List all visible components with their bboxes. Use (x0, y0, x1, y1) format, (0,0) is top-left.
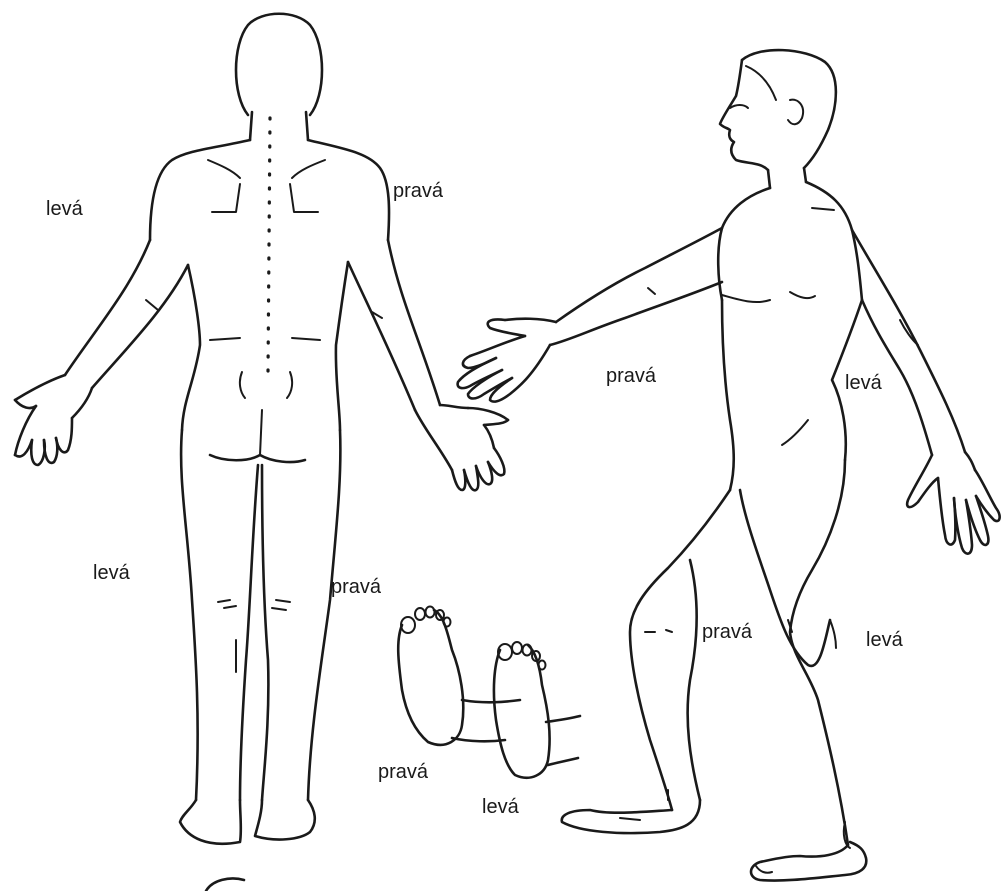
back-buttocks (210, 410, 305, 462)
back-right-arm (348, 240, 508, 490)
label-back-leg-right: pravá (331, 577, 381, 597)
side-right-arm (458, 228, 722, 402)
back-head (236, 14, 322, 140)
back-feet (180, 800, 315, 844)
label-side-torso: levá (845, 373, 882, 393)
side-feet (562, 790, 867, 881)
label-feet-right: pravá (378, 762, 428, 782)
side-legs (630, 460, 848, 845)
side-head (720, 50, 836, 188)
label-back-top-right: pravá (393, 181, 443, 201)
soles-figure (398, 607, 580, 778)
cropped-shape-bottom (206, 878, 244, 891)
right-sole (398, 607, 520, 745)
label-feet-left: levá (482, 797, 519, 817)
back-legs (181, 430, 340, 800)
side-torso (718, 182, 862, 490)
label-back-top-left: levá (46, 199, 83, 219)
back-spine (268, 118, 270, 372)
label-side-arm: pravá (606, 366, 656, 386)
label-back-leg-left: levá (93, 563, 130, 583)
label-side-leg-right: pravá (702, 622, 752, 642)
side-view-figure (458, 50, 1000, 880)
left-sole (494, 642, 580, 778)
back-view-figure (15, 14, 508, 844)
label-side-leg-left: levá (866, 630, 903, 650)
back-left-arm (15, 240, 188, 465)
